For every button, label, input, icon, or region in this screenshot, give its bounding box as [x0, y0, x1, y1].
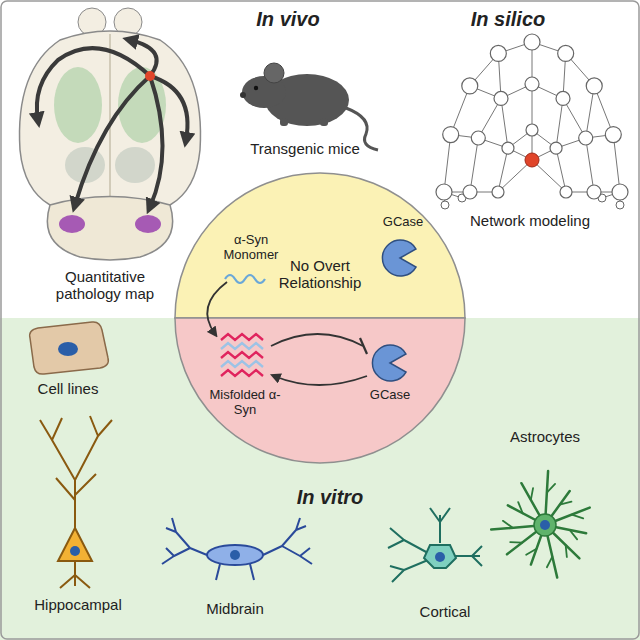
network-dot — [605, 127, 621, 143]
network-link — [556, 148, 566, 192]
network-dot — [443, 127, 459, 143]
brain-map — [20, 8, 201, 260]
astrocyte-process — [560, 502, 572, 505]
network-dot — [560, 186, 572, 198]
network-dot — [558, 45, 574, 61]
circle-half-outline — [175, 318, 465, 463]
figure-label: Transgenic mice — [235, 140, 375, 157]
astrocyte-process — [566, 545, 567, 557]
node-text: GCase — [360, 388, 420, 403]
node-text: α-Syn Monomer — [216, 233, 286, 263]
astrocyte-process — [547, 484, 555, 493]
network-dot — [471, 131, 485, 145]
hippocampal-neuron — [40, 416, 112, 588]
network-dot — [492, 186, 504, 198]
figure-label: Network modeling — [455, 212, 605, 229]
network-icon — [436, 34, 628, 209]
network-link — [613, 135, 620, 192]
astrocyte-process — [570, 530, 577, 539]
figure-label: Midbrain — [185, 600, 285, 617]
cortical-neuron — [388, 508, 482, 582]
circle-half-shape — [175, 173, 465, 318]
network-dot — [587, 185, 601, 199]
network-dot — [586, 78, 602, 94]
figure-label: Cortical — [395, 603, 495, 620]
network-dot — [612, 184, 628, 200]
section-heading: In vivo — [243, 8, 333, 31]
network-link — [470, 138, 478, 192]
network-dot — [490, 45, 506, 61]
network-dot — [616, 201, 624, 209]
cell-line-icon — [30, 322, 109, 374]
network-link — [444, 135, 451, 192]
figure-label: Quantitative pathology map — [40, 268, 170, 303]
midbrain-neuron — [162, 518, 312, 580]
node-text: No Overt Relationship — [260, 257, 380, 292]
mouse-icon — [240, 63, 378, 150]
network-dot — [550, 142, 562, 154]
network-dot — [441, 201, 449, 209]
network-link — [498, 148, 508, 192]
astrocyte-nucleus — [540, 520, 550, 530]
network-dot — [502, 142, 514, 154]
figure-label: Astrocytes — [490, 428, 600, 445]
network-hub — [525, 153, 539, 167]
network-dot — [494, 91, 508, 105]
network-dot — [526, 124, 538, 136]
node-text: GCase — [373, 215, 433, 230]
astrocyte-icon — [491, 471, 590, 578]
molecule-drawing — [175, 173, 465, 318]
astrocyte-process — [510, 541, 522, 543]
figure-label: Hippocampal — [18, 596, 138, 613]
network-link — [586, 138, 594, 192]
node-text: Misfolded α-Syn — [205, 388, 285, 418]
network-dot — [462, 78, 478, 94]
network-dot — [556, 91, 570, 105]
astrocyte-process — [531, 488, 533, 500]
vitro-band — [0, 318, 640, 640]
lower-half-circle: Misfolded α-Syn GCase — [175, 318, 465, 463]
circle-half-outline — [175, 173, 465, 318]
figure-label: Cell lines — [18, 380, 118, 397]
upper-half-circle: α-Syn MonomerNo Overt Relationship GCase — [175, 173, 465, 318]
network-dot — [525, 77, 539, 91]
network-dot — [579, 131, 593, 145]
network-dot — [463, 185, 477, 199]
network-dot — [524, 34, 540, 50]
astrocyte-process — [572, 515, 583, 519]
network-dot — [436, 184, 452, 200]
astrocyte-process — [526, 549, 536, 555]
astrocyte-process — [547, 557, 552, 568]
astrocyte-process — [503, 521, 513, 528]
section-heading: In vitro — [280, 486, 380, 509]
astrocyte-process — [518, 502, 523, 513]
astrocyte-soma — [534, 514, 556, 536]
section-heading: In silico — [458, 8, 558, 31]
